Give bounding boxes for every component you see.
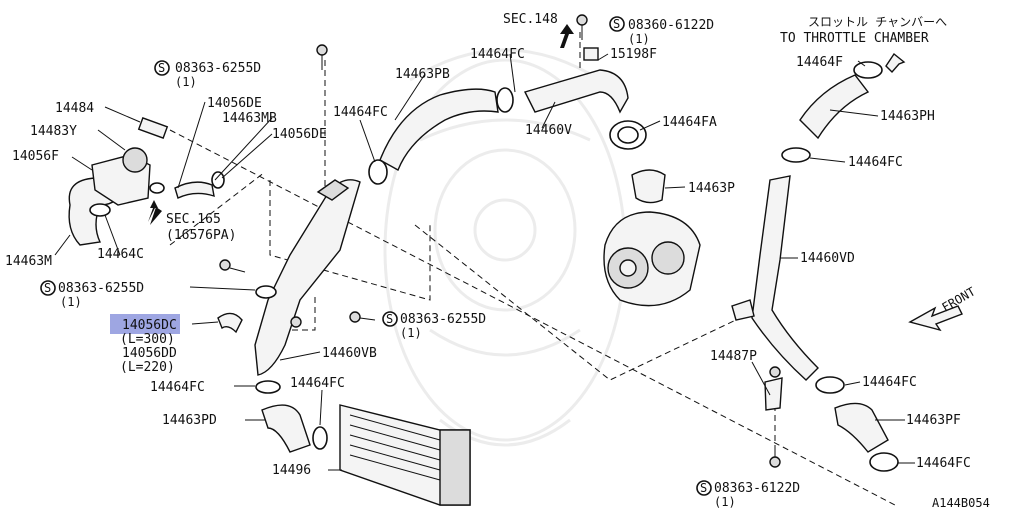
part-14496-intercooler — [339, 404, 471, 506]
diagram-code: A144B054 — [932, 496, 990, 510]
label-bolt-08363-6255d-left: 08363-6255D — [58, 281, 144, 296]
part-14463pd-hose — [255, 380, 328, 453]
label-14484: 14484 — [55, 101, 94, 116]
sec148-arrow — [560, 24, 574, 48]
label-14056dc-length: (L=300) — [120, 332, 175, 347]
part-14463p-hose — [631, 169, 666, 204]
label-14483y: 14483Y — [30, 124, 77, 139]
bolt-icons — [219, 14, 781, 468]
label-14056dd-length: (L=220) — [120, 360, 175, 375]
label-14496: 14496 — [272, 463, 311, 478]
label-14460vb: 14460VB — [322, 346, 377, 361]
svg-text:S: S — [158, 61, 165, 75]
sec165-arrow — [148, 200, 162, 225]
label-14487p: 14487P — [710, 349, 757, 364]
part-14463mb-hose — [174, 171, 225, 199]
clamp-14464c — [89, 182, 165, 217]
label-14463pf: 14463PF — [906, 413, 961, 428]
label-14463mb: 14463MB — [222, 111, 277, 126]
label-14464f: 14464F — [796, 55, 843, 70]
throttle-arrow — [885, 52, 906, 74]
label-14463ph: 14463PH — [880, 109, 935, 124]
label-14463pb: 14463PB — [395, 67, 450, 82]
label-15198f: 15198F — [610, 47, 657, 62]
label-bolt-qty-08360: (1) — [628, 32, 650, 46]
label-14464fc-top1: 14464FC — [333, 105, 388, 120]
label-bolt-qty-bottom: (1) — [714, 495, 736, 509]
label-14464fc-r3: 14464FC — [916, 456, 971, 471]
label-sec148: SEC.148 — [503, 12, 558, 27]
label-14056dd: 14056DD — [122, 346, 177, 361]
label-bolt-qty-left: (1) — [60, 295, 82, 309]
part-14460vd-pipe — [731, 175, 819, 381]
label-14464fc-b1: 14464FC — [150, 380, 205, 395]
label-sec165: SEC.165 — [166, 212, 221, 227]
label-14464fc-b2: 14464FC — [290, 376, 345, 391]
label-throttle-en: TO THROTTLE CHAMBER — [780, 31, 929, 46]
svg-text:S: S — [700, 481, 707, 495]
leader-lines — [54, 53, 915, 471]
label-14056f: 14056F — [12, 149, 59, 164]
label-14460vd: 14460VD — [800, 251, 855, 266]
part-14056dc-pad — [217, 312, 243, 334]
highlight-box — [110, 314, 180, 334]
label-14463pd: 14463PD — [162, 413, 217, 428]
label-14056de-a: 14056DE — [207, 96, 262, 111]
label-bolt-08360-6122d: 08360-6122D — [628, 18, 714, 33]
part-labels: 14484 14483Y 14056F 14463M 14464C 08363-… — [5, 12, 990, 510]
part-14460vb-pipe — [254, 179, 361, 376]
label-bolt-08363-6255d-mid: 08363-6255D — [400, 312, 486, 327]
label-bolt-08363-6122d: 08363-6122D — [714, 481, 800, 496]
svg-text:S: S — [613, 17, 620, 31]
label-14463m: 14463M — [5, 254, 52, 269]
svg-text:S: S — [386, 312, 393, 326]
label-throttle-jp: スロットル チャンバーへ — [808, 15, 947, 29]
label-bolt-qty-top: (1) — [175, 75, 197, 89]
label-14464fa: 14464FA — [662, 115, 717, 130]
part-14464fa-clamp — [609, 120, 647, 150]
label-bolt-qty-mid: (1) — [400, 326, 422, 340]
part-14484-sensor — [137, 117, 169, 139]
label-14464fc-top2: 14464FC — [470, 47, 525, 62]
part-14463pb-hose — [368, 87, 514, 185]
part-14487p-bracket — [764, 366, 783, 411]
part-14460v-pipe — [523, 47, 629, 114]
turbocharger-unit — [603, 211, 701, 307]
label-14460v: 14460V — [525, 123, 572, 138]
bolt-s-symbols: S S S S S — [40, 16, 712, 496]
part-14463pf-hose — [815, 376, 899, 472]
label-14464fc-r2: 14464FC — [862, 375, 917, 390]
front-arrow — [908, 305, 963, 332]
part-14463ph-hose — [781, 61, 883, 163]
label-14464fc-r1: 14464FC — [848, 155, 903, 170]
label-14056de-b: 14056DE — [272, 127, 327, 142]
svg-text:S: S — [44, 281, 51, 295]
label-14464c: 14464C — [97, 247, 144, 262]
part-14056f-valve — [91, 147, 151, 206]
label-14463p: 14463P — [688, 181, 735, 196]
label-14056dc: 14056DC — [122, 318, 177, 333]
label-bolt-08363-6255d-top: 08363-6255D — [175, 61, 261, 76]
label-sec165-sub: (16576PA) — [166, 228, 236, 243]
